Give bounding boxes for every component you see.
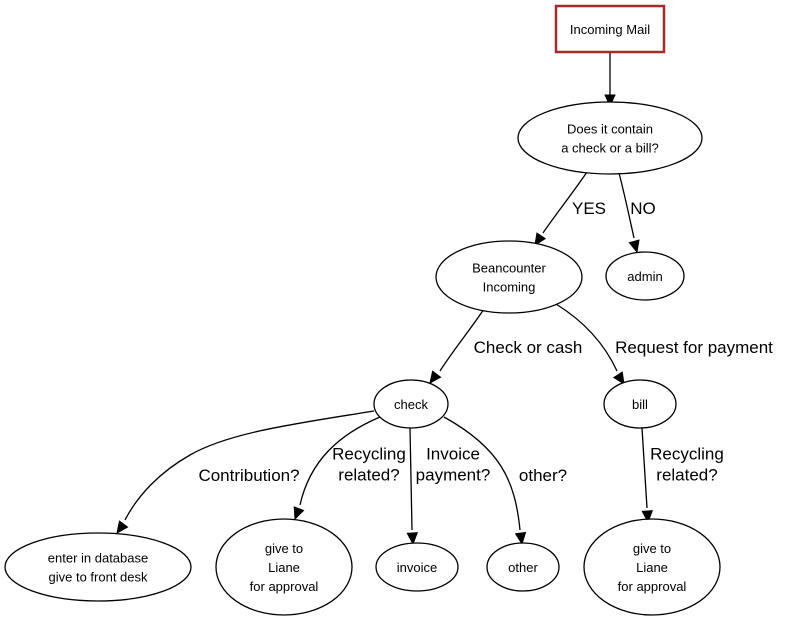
- arrowhead-icon: [534, 232, 547, 247]
- arrowhead-icon: [628, 239, 640, 254]
- edge-line: [555, 303, 618, 372]
- node-bill[interactable]: bill: [603, 379, 677, 429]
- edge-check-to-invoice: Invoice payment?: [406, 427, 491, 546]
- node-contains-check[interactable]: Does it contain a check or a bill?: [517, 101, 703, 175]
- arrowhead-icon: [604, 94, 616, 108]
- node-liane-1[interactable]: give to Liane for approval: [215, 518, 353, 616]
- node-label: give to front desk: [49, 570, 148, 585]
- edge-label: Check or cash: [474, 338, 583, 357]
- edge-check-to-enter_db: Contribution?: [116, 410, 375, 534]
- node-label: give to: [633, 541, 671, 556]
- node-label: Liane: [268, 560, 300, 575]
- node-ellipse: [215, 518, 353, 616]
- node-label: Does it contain: [567, 122, 653, 137]
- node-ellipse: [435, 240, 583, 314]
- arrowhead-icon: [429, 370, 442, 384]
- edge-label: related?: [338, 466, 399, 485]
- arrowhead-icon: [293, 506, 305, 521]
- edge-incoming_mail-to-contains_check: [604, 53, 616, 108]
- edge-label: Request for payment: [615, 338, 773, 357]
- edge-line: [443, 416, 521, 531]
- node-label: invoice: [397, 560, 437, 575]
- edge-beancounter-to-bill: Request for payment: [555, 303, 773, 386]
- edge-line: [299, 416, 381, 506]
- node-box: [554, 4, 666, 54]
- edge-label: Recycling: [650, 445, 724, 464]
- node-label: Liane: [636, 560, 668, 575]
- arrowhead-icon: [406, 532, 418, 546]
- edge-label: Contribution?: [198, 466, 299, 485]
- node-label: other: [508, 560, 538, 575]
- node-label: Beancounter: [472, 261, 546, 276]
- node-ellipse: [605, 251, 685, 301]
- node-check[interactable]: check: [373, 379, 449, 429]
- node-label: for approval: [250, 579, 319, 594]
- node-enter-db[interactable]: enter in database give to front desk: [4, 532, 192, 602]
- node-incoming-mail[interactable]: Incoming Mail: [554, 4, 666, 54]
- edge-label: other?: [519, 466, 567, 485]
- node-label: a check or a bill?: [561, 141, 659, 156]
- node-other[interactable]: other: [486, 542, 560, 592]
- node-ellipse: [583, 518, 721, 616]
- node-liane-2[interactable]: give to Liane for approval: [583, 518, 721, 616]
- node-label: bill: [632, 397, 648, 412]
- edge-line: [124, 410, 375, 521]
- edge-label: payment?: [416, 466, 491, 485]
- edge-line: [439, 308, 485, 372]
- edge-check-to-liane_1: Recycling related?: [293, 416, 406, 521]
- arrowhead-icon: [641, 510, 653, 524]
- edge-label: NO: [630, 199, 656, 218]
- node-ellipse: [375, 542, 459, 592]
- edges-layer: YES NO Check or cash Request for paymentCon…: [116, 53, 773, 546]
- node-label: Incoming: [483, 280, 536, 295]
- edge-line: [409, 427, 413, 531]
- node-invoice[interactable]: invoice: [375, 542, 459, 592]
- node-label: check: [394, 397, 428, 412]
- node-label: for approval: [618, 579, 687, 594]
- edge-beancounter-to-check: Check or cash: [429, 308, 583, 384]
- node-ellipse: [517, 101, 703, 175]
- node-label: Incoming Mail: [570, 22, 650, 37]
- edge-line: [641, 427, 648, 509]
- edge-label: related?: [656, 466, 717, 485]
- edge-label: Recycling: [332, 445, 406, 464]
- node-ellipse: [4, 532, 192, 602]
- edge-check-to-other: other?: [443, 416, 567, 546]
- edge-label: YES: [572, 199, 606, 218]
- edge-contains_check-to-admin: NO: [618, 172, 656, 254]
- edge-bill-to-liane_2: Recycling related?: [641, 427, 724, 524]
- arrowhead-icon: [116, 520, 129, 534]
- node-label: enter in database: [48, 551, 148, 566]
- node-ellipse: [486, 542, 560, 592]
- arrowhead-icon: [612, 371, 625, 386]
- node-ellipse: [373, 379, 449, 429]
- edge-line: [542, 171, 588, 234]
- node-admin[interactable]: admin: [605, 251, 685, 301]
- arrowhead-icon: [514, 531, 527, 546]
- node-label: admin: [627, 269, 662, 284]
- edge-line: [618, 172, 635, 239]
- node-ellipse: [603, 379, 677, 429]
- edge-contains_check-to-beancounter: YES: [534, 171, 606, 247]
- node-label: give to: [265, 541, 303, 556]
- edge-label: Invoice: [426, 445, 480, 464]
